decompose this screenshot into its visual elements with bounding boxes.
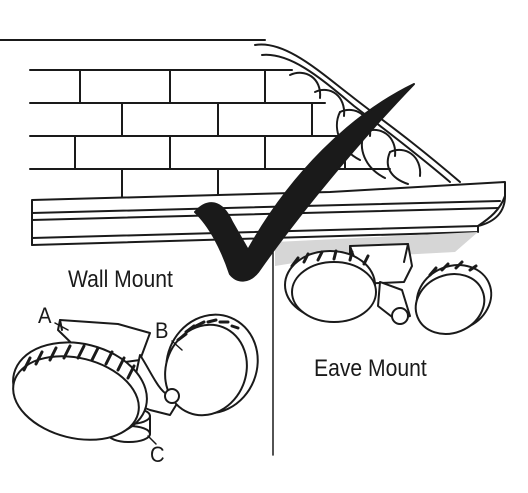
eave-mount-label: Eave Mount — [314, 355, 427, 382]
callout-b-label: B — [155, 318, 169, 343]
checkmark-icon — [194, 83, 415, 282]
brick-wall — [0, 39, 391, 201]
callout-c-label: C — [150, 442, 165, 467]
callout-a-label: A — [38, 303, 52, 328]
gutter — [31, 181, 506, 246]
roof-tiles — [254, 43, 461, 185]
wall-mount-label: Wall Mount — [68, 266, 173, 293]
wall-mount-fixture — [12, 313, 259, 445]
eave-mount-fixture — [284, 243, 493, 335]
